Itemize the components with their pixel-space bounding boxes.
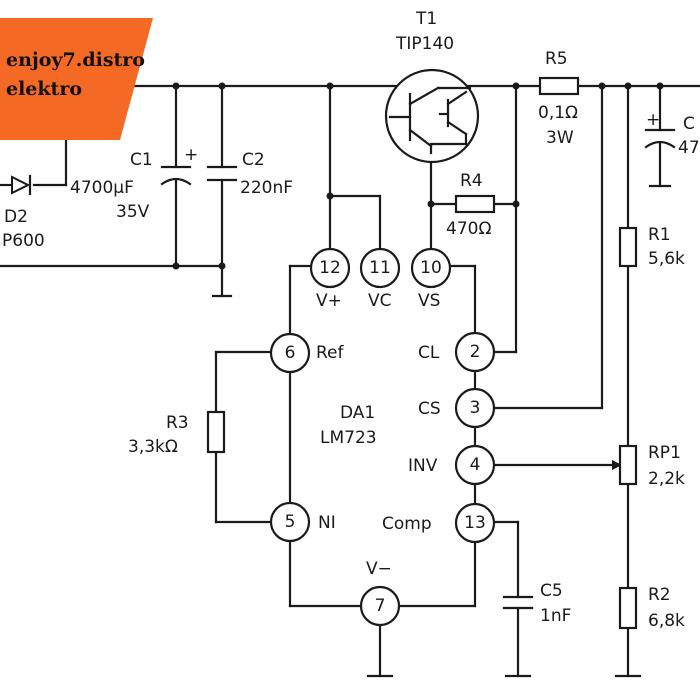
r3-ref: R3 xyxy=(166,413,189,433)
junction-dots xyxy=(172,82,664,270)
svg-text:6: 6 xyxy=(285,343,296,363)
watermark-badge: enjoy7.distro elektro xyxy=(0,18,153,140)
watermark-line1: enjoy7.distro xyxy=(6,49,145,71)
c1-voltage: 35V xyxy=(116,202,150,222)
svg-text:4: 4 xyxy=(470,455,481,475)
ic-ref: DA1 xyxy=(340,403,375,423)
r5-ref: R5 xyxy=(545,49,568,69)
r5-value: 0,1Ω xyxy=(538,103,578,123)
d2-ref: D2 xyxy=(4,207,28,227)
c5-value: 1nF xyxy=(540,606,571,626)
c1-ref: C1 xyxy=(130,150,153,170)
svg-text:11: 11 xyxy=(369,258,391,278)
rp1-ref: RP1 xyxy=(648,443,681,463)
pin-13-name: Comp xyxy=(382,514,432,534)
t1-ref: T1 xyxy=(415,9,437,29)
svg-text:12: 12 xyxy=(319,258,341,278)
resistor-r2: R2 6,8k xyxy=(618,585,685,631)
ic-pin-13: 13 Comp xyxy=(382,502,496,544)
ic-part: LM723 xyxy=(320,428,377,448)
pin-4-name: INV xyxy=(408,456,438,476)
capacitor-c2: C2 220nF xyxy=(206,150,293,198)
svg-text:3: 3 xyxy=(470,398,481,418)
rp1-value: 2,2k xyxy=(648,469,685,489)
watermark-line2: elektro xyxy=(6,78,82,100)
r2-value: 6,8k xyxy=(648,611,685,631)
resistor-r1: R1 5,6k xyxy=(618,225,685,269)
pin-11-name: VC xyxy=(368,291,392,311)
r5-power: 3W xyxy=(546,128,574,148)
cout-value: 47 xyxy=(678,138,700,158)
pin-7-name: V− xyxy=(366,559,392,579)
capacitor-c5: C5 1nF xyxy=(502,581,571,626)
potentiometer-rp1: RP1 2,2k xyxy=(618,443,685,489)
r1-value: 5,6k xyxy=(648,249,685,269)
ic-pin-4: 4 INV xyxy=(408,444,496,486)
r1-ref: R1 xyxy=(648,225,671,245)
pin-3-name: CS xyxy=(418,399,441,419)
resistor-r3: R3 3,3kΩ xyxy=(128,410,226,457)
ic-pin-11: 11 VC xyxy=(359,247,401,311)
svg-text:2: 2 xyxy=(470,342,481,362)
c2-ref: C2 xyxy=(242,150,265,170)
svg-text:7: 7 xyxy=(375,596,386,616)
t1-part: TIP140 xyxy=(395,34,454,54)
cout-polarity: + xyxy=(646,110,660,130)
ic-pin-2: 2 CL xyxy=(418,331,496,373)
c1-value: 4700µF xyxy=(70,178,134,198)
d2-part: P600 xyxy=(2,231,45,251)
c5-ref: C5 xyxy=(540,581,563,601)
ic-pin-3: 3 CS xyxy=(418,387,496,429)
c1-polarity: + xyxy=(184,145,198,165)
ic-pin-7: 7 V− xyxy=(359,559,401,627)
svg-text:10: 10 xyxy=(420,258,442,278)
r3-value: 3,3kΩ xyxy=(128,437,178,457)
pin-5-name: NI xyxy=(318,513,336,533)
capacitor-output: + C 47 xyxy=(644,110,700,158)
r2-ref: R2 xyxy=(648,585,671,605)
ic-pin-12: 12 V+ xyxy=(309,247,351,311)
r4-value: 470Ω xyxy=(446,219,491,239)
pin-10-name: VS xyxy=(418,291,440,311)
r4-ref: R4 xyxy=(460,171,483,191)
c2-value: 220nF xyxy=(240,178,293,198)
transistor-t1: T1 TIP140 xyxy=(384,9,480,164)
cout-ref: C xyxy=(683,114,695,134)
ic-pin-10: 10 VS xyxy=(410,247,452,311)
capacitor-c1: + C1 4700µF 35V xyxy=(70,145,198,222)
pin-6-name: Ref xyxy=(316,343,345,363)
ic-pin-5: 5 NI xyxy=(269,501,336,543)
svg-text:13: 13 xyxy=(464,513,486,533)
svg-text:5: 5 xyxy=(285,512,296,532)
resistor-r5: R5 0,1Ω 3W xyxy=(538,49,580,148)
diode-d2: D2 P600 xyxy=(2,174,45,251)
resistor-r4: R4 470Ω xyxy=(446,171,496,239)
wires xyxy=(0,84,700,678)
pin-12-name: V+ xyxy=(316,291,342,311)
pin-2-name: CL xyxy=(418,343,440,363)
ic-pin-6: 6 Ref xyxy=(269,332,345,374)
